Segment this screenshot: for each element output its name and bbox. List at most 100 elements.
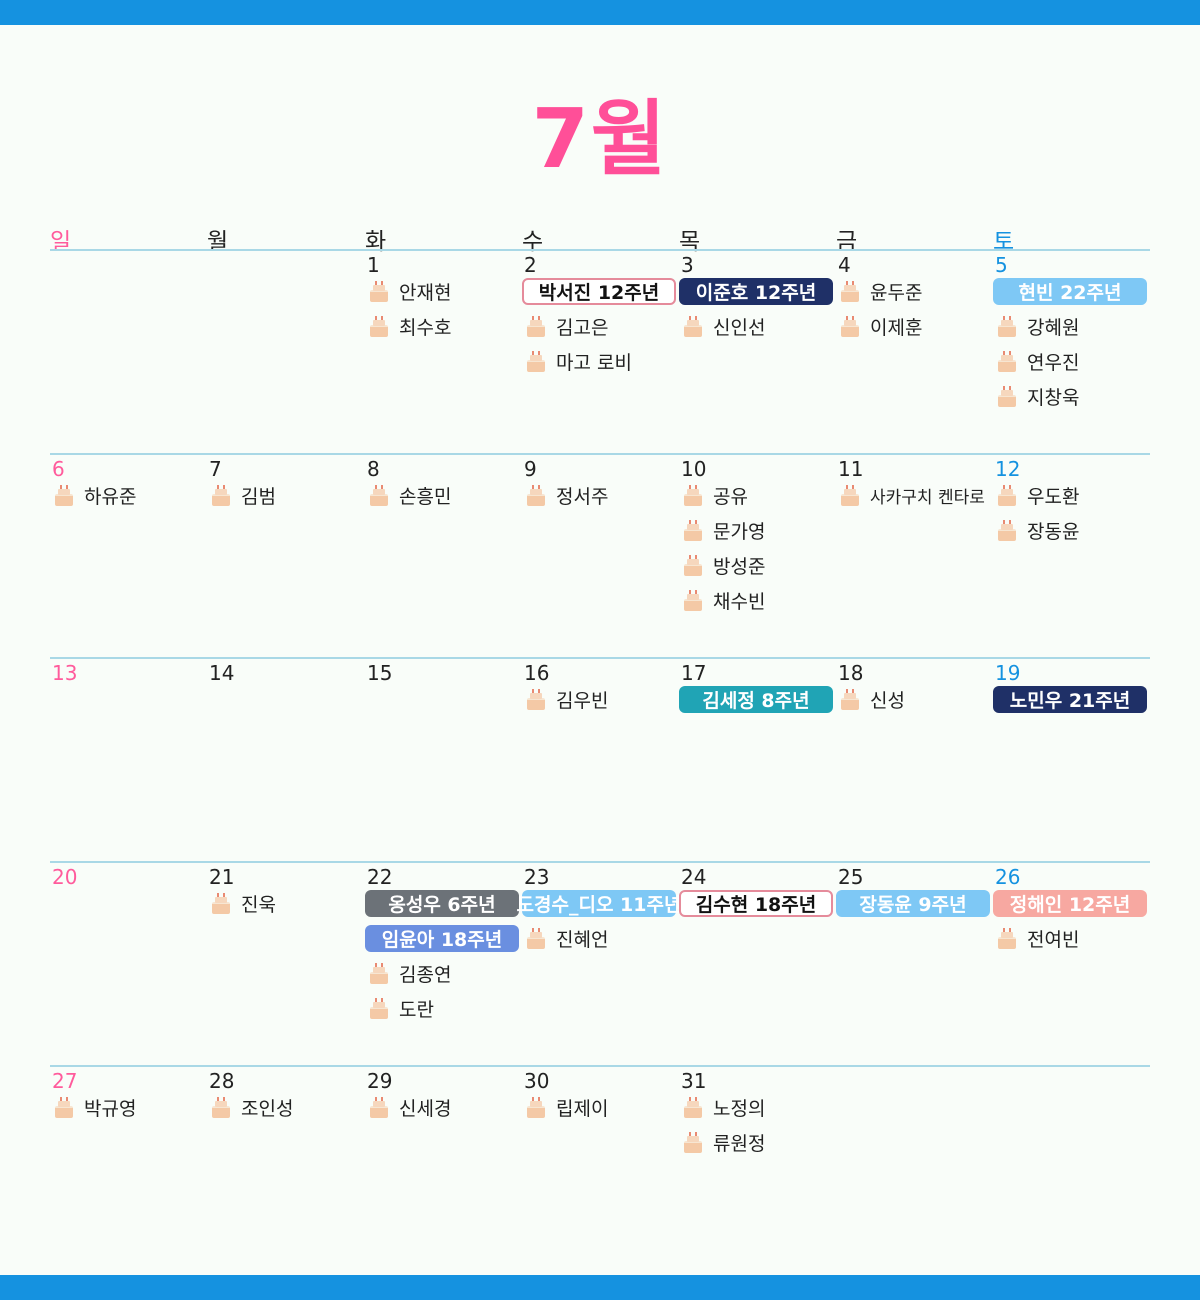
birthday-name: 신성 bbox=[870, 689, 905, 712]
birthday-name: 진욱 bbox=[241, 893, 276, 916]
birthday-item[interactable]: 강혜원 bbox=[997, 311, 1079, 341]
anniversary-badge[interactable]: 노민우 21주년 bbox=[993, 686, 1147, 713]
day-number: 7 bbox=[209, 457, 222, 481]
birthday-item[interactable]: 최수호 bbox=[369, 311, 451, 341]
birthday-item[interactable]: 신성 bbox=[840, 684, 905, 714]
anniversary-badge[interactable]: 김세정 8주년 bbox=[679, 686, 833, 713]
birthday-item[interactable]: 채수빈 bbox=[683, 585, 765, 615]
birthday-cake-icon bbox=[526, 928, 546, 949]
birthday-item[interactable]: 신인선 bbox=[683, 311, 765, 341]
birthday-name: 문가영 bbox=[713, 520, 766, 543]
birthday-item[interactable]: 박규영 bbox=[54, 1092, 136, 1122]
birthday-item[interactable]: 연우진 bbox=[997, 346, 1079, 376]
birthday-name: 김범 bbox=[241, 485, 276, 508]
birthday-item[interactable]: 우도환 bbox=[997, 480, 1079, 510]
birthday-name: 신세경 bbox=[399, 1097, 452, 1120]
birthday-item[interactable]: 김종연 bbox=[369, 958, 451, 988]
birthday-name: 사카구치 켄타로 bbox=[870, 487, 985, 508]
birthday-name: 우도환 bbox=[1027, 485, 1080, 508]
top-bar bbox=[0, 0, 1200, 25]
birthday-item[interactable]: 김범 bbox=[211, 480, 276, 510]
birthday-item[interactable]: 노정의 bbox=[683, 1092, 765, 1122]
birthday-item[interactable]: 립제이 bbox=[526, 1092, 608, 1122]
anniversary-badge[interactable]: 김수현 18주년 bbox=[679, 890, 833, 917]
birthday-item[interactable]: 김고은 bbox=[526, 311, 608, 341]
birthday-item[interactable]: 신세경 bbox=[369, 1092, 451, 1122]
day-number: 3 bbox=[681, 253, 694, 277]
birthday-name: 연우진 bbox=[1027, 351, 1080, 374]
day-number: 27 bbox=[52, 1069, 78, 1093]
birthday-name: 립제이 bbox=[556, 1097, 609, 1120]
birthday-item[interactable]: 공유 bbox=[683, 480, 748, 510]
birthday-item[interactable]: 문가영 bbox=[683, 515, 765, 545]
anniversary-badge[interactable]: 박서진 12주년 bbox=[522, 278, 676, 305]
anniversary-badge[interactable]: 임윤아 18주년 bbox=[365, 925, 519, 952]
anniversary-badge[interactable]: 정해인 12주년 bbox=[993, 890, 1147, 917]
birthday-name: 박규영 bbox=[84, 1097, 137, 1120]
birthday-cake-icon bbox=[997, 928, 1017, 949]
day-number: 30 bbox=[524, 1069, 550, 1093]
weekday-wed: 수 bbox=[522, 229, 544, 255]
day-number: 26 bbox=[995, 865, 1021, 889]
birthday-cake-icon bbox=[211, 893, 231, 914]
weekday-header: 일 월 화 수 목 금 토 bbox=[50, 222, 1150, 255]
anniversary-badge[interactable]: 현빈 22주년 bbox=[993, 278, 1147, 305]
birthday-item[interactable]: 장동윤 bbox=[997, 515, 1079, 545]
birthday-item[interactable]: 류원정 bbox=[683, 1127, 765, 1157]
birthday-cake-icon bbox=[683, 485, 703, 506]
birthday-item[interactable]: 조인성 bbox=[211, 1092, 293, 1122]
birthday-cake-icon bbox=[526, 351, 546, 372]
birthday-item[interactable]: 안재현 bbox=[369, 276, 451, 306]
birthday-name: 이제훈 bbox=[870, 316, 923, 339]
birthday-item[interactable]: 방성준 bbox=[683, 550, 765, 580]
day-number: 12 bbox=[995, 457, 1021, 481]
birthday-cake-icon bbox=[211, 485, 231, 506]
day-number: 6 bbox=[52, 457, 65, 481]
birthday-cake-icon bbox=[997, 386, 1017, 407]
day-number: 18 bbox=[838, 661, 864, 685]
birthday-cake-icon bbox=[526, 316, 546, 337]
birthday-item[interactable]: 진욱 bbox=[211, 888, 276, 918]
anniversary-badge[interactable]: 옹성우 6주년 bbox=[365, 890, 519, 917]
birthday-cake-icon bbox=[997, 316, 1017, 337]
anniversary-badge[interactable]: 도경수_디오 11주년 bbox=[517, 890, 681, 917]
anniversary-badge[interactable]: 이준호 12주년 bbox=[679, 278, 833, 305]
birthday-item[interactable]: 이제훈 bbox=[840, 311, 922, 341]
birthday-cake-icon bbox=[369, 485, 389, 506]
birthday-cake-icon bbox=[683, 1097, 703, 1118]
weekday-tue: 화 bbox=[365, 229, 387, 255]
weekday-thu: 목 bbox=[679, 229, 701, 255]
birthday-name: 채수빈 bbox=[713, 590, 766, 613]
day-number: 16 bbox=[524, 661, 550, 685]
birthday-item[interactable]: 지창욱 bbox=[997, 381, 1079, 411]
birthday-cake-icon bbox=[54, 485, 74, 506]
weekday-mon: 월 bbox=[207, 229, 229, 255]
birthday-name: 최수호 bbox=[399, 316, 452, 339]
birthday-cake-icon bbox=[997, 351, 1017, 372]
day-number: 24 bbox=[681, 865, 707, 889]
birthday-item[interactable]: 윤두준 bbox=[840, 276, 922, 306]
birthday-item[interactable]: 정서주 bbox=[526, 480, 608, 510]
birthday-cake-icon bbox=[997, 520, 1017, 541]
birthday-item[interactable]: 도란 bbox=[369, 993, 434, 1023]
birthday-cake-icon bbox=[683, 520, 703, 541]
birthday-cake-icon bbox=[840, 689, 860, 710]
birthday-item[interactable]: 마고 로비 bbox=[526, 346, 632, 376]
day-number: 31 bbox=[681, 1069, 707, 1093]
day-number: 9 bbox=[524, 457, 537, 481]
birthday-name: 김고은 bbox=[556, 316, 609, 339]
birthday-item[interactable]: 전여빈 bbox=[997, 923, 1079, 953]
anniversary-badge[interactable]: 장동윤 9주년 bbox=[836, 890, 990, 917]
birthday-item[interactable]: 진혜언 bbox=[526, 923, 608, 953]
birthday-item[interactable]: 하유준 bbox=[54, 480, 136, 510]
birthday-item[interactable]: 손흥민 bbox=[369, 480, 451, 510]
birthday-name: 지창욱 bbox=[1027, 386, 1080, 409]
birthday-item[interactable]: 김우빈 bbox=[526, 684, 608, 714]
birthday-item[interactable]: 사카구치 켄타로 bbox=[840, 480, 985, 510]
day-number: 2 bbox=[524, 253, 537, 277]
weekday-fri: 금 bbox=[836, 229, 858, 255]
birthday-name: 김우빈 bbox=[556, 689, 609, 712]
day-number: 23 bbox=[524, 865, 550, 889]
